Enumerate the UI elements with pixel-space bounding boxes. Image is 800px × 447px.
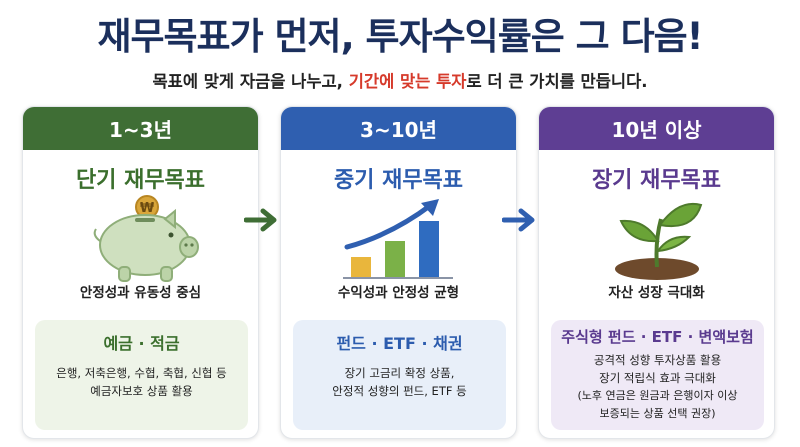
subheadline: 목표에 맞게 자금을 나누고, 기간에 맞는 투자로 더 큰 가치를 만듭니다. <box>0 68 800 92</box>
products-note: (노후 연금은 원금과 은행이자 이상 <box>577 389 738 402</box>
card-period-header: 1~3년 <box>23 107 258 150</box>
card-focus: 수익성과 안정성 균형 <box>337 285 460 301</box>
products-title: 예금 · 적금 <box>103 334 180 353</box>
growth-chart-icon <box>343 199 453 279</box>
products-box: 예금 · 적금 은행, 저축은행, 수협, 축협, 신협 등 예금자보호 상품 … <box>35 320 248 430</box>
subheadline-highlight-period: 기간에 맞는 <box>348 72 431 91</box>
card-title: 단기 재무목표 <box>75 168 206 193</box>
piggy-bank-icon: ₩ <box>93 195 199 282</box>
products-note: 보증되는 상품 선택 권장) <box>599 407 716 420</box>
headline: 재무목표가 먼저, 투자수익률은 그 다음! <box>97 15 703 58</box>
products-line: 장기 적립식 효과 극대화 <box>599 371 716 385</box>
long-term-goal-card: 10년 이상 장기 재무목표 자산 성장 극대화 주식형 펀드 · ETF · … <box>538 106 775 439</box>
short-term-goal-card: 1~3년 단기 재무목표 ₩ 안정성과 유동성 중심 예금 · 적금 은행, 저… <box>22 106 259 439</box>
card-focus: 자산 성장 극대화 <box>608 285 705 301</box>
subheadline-text-1: 목표에 맞게 자금을 나누고, <box>152 72 349 91</box>
products-box: 주식형 펀드 · ETF · 변액보험 공격적 성향 투자상품 활용 장기 적립… <box>551 320 764 430</box>
mid-term-goal-card: 3~10년 중기 재무목표 수익성과 안정성 균형 펀드 · ETF · 채권 … <box>280 106 517 439</box>
products-line: 은행, 저축은행, 수협, 축협, 신협 등 <box>56 366 227 380</box>
subheadline-text-2: 로 더 큰 가치를 만듭니다. <box>466 72 648 91</box>
card-title: 장기 재무목표 <box>591 168 722 193</box>
products-line: 예금자보호 상품 활용 <box>90 384 193 398</box>
products-title: 펀드 · ETF · 채권 <box>336 334 463 353</box>
card-title: 중기 재무목표 <box>333 168 464 193</box>
card-focus: 안정성과 유동성 중심 <box>79 285 202 301</box>
products-title: 주식형 펀드 · ETF · 변액보험 <box>561 328 754 346</box>
sprout-icon <box>615 203 703 280</box>
coin-symbol: ₩ <box>140 201 155 216</box>
subheadline-highlight-invest: 투자 <box>436 72 467 91</box>
card-period-header: 10년 이상 <box>539 107 774 150</box>
products-line: 장기 고금리 확정 상품, <box>344 366 455 380</box>
arrow-right-icon <box>244 208 277 232</box>
card-period-header: 3~10년 <box>281 107 516 150</box>
arrow-right-icon <box>502 208 535 232</box>
products-line: 공격적 성향 투자상품 활용 <box>593 353 722 367</box>
products-box: 펀드 · ETF · 채권 장기 고금리 확정 상품, 안정적 성향의 펀드, … <box>293 320 506 430</box>
products-line: 안정적 성향의 펀드, ETF 등 <box>332 384 467 398</box>
